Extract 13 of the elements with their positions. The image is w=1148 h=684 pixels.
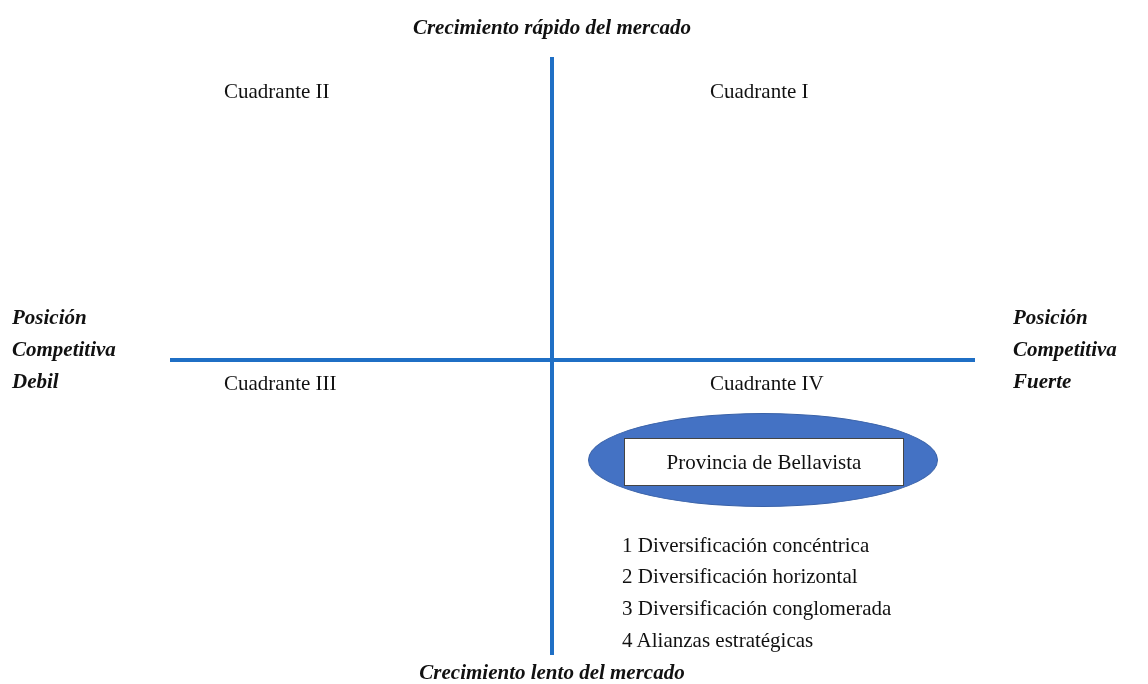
- strategy-item: 2 Diversificación horizontal: [622, 563, 858, 589]
- axis-title: Posición Competitiva Fuerte: [1013, 304, 1118, 395]
- label-box: Provincia de Bellavista: [624, 438, 904, 486]
- axis-title: Crecimiento lento del mercado: [419, 659, 685, 684]
- strategy-item: 1 Diversificación concéntrica: [622, 532, 870, 558]
- quadrant-label: Cuadrante I: [710, 78, 809, 104]
- axis-title: Crecimiento rápido del mercado: [412, 14, 692, 40]
- quadrant-label: Cuadrante II: [224, 78, 330, 104]
- axis-title: Posición Competitiva Debil: [12, 304, 117, 395]
- strategy-item: 3 Diversificación conglomerada: [622, 595, 892, 621]
- strategy-item: 4 Alianzas estratégicas: [622, 627, 814, 653]
- quadrant-label: Cuadrante IV: [710, 370, 824, 396]
- quadrant-label: Cuadrante III: [224, 370, 337, 396]
